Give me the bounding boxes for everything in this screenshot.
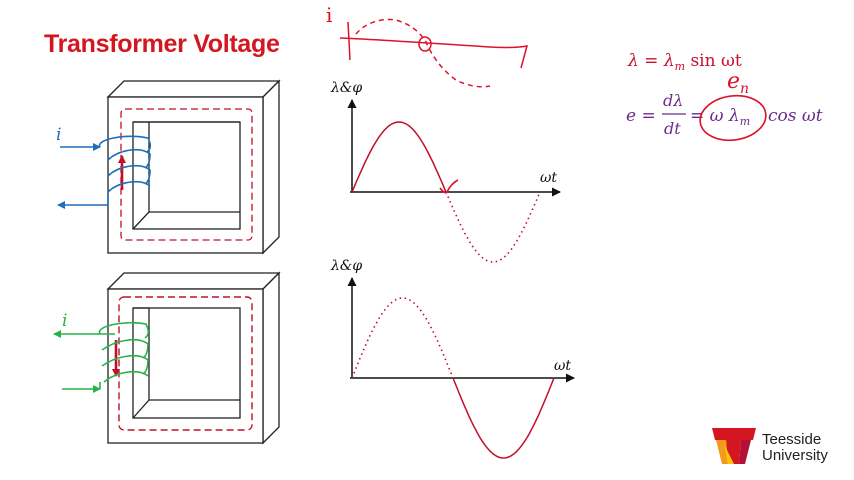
university-logo-icon (712, 428, 756, 464)
top-flux-curve-solid (351, 121, 447, 193)
emf-equation: e = dλ dt = ω λm cos ωt (626, 91, 823, 138)
top-current-label: i (56, 125, 61, 145)
svg-text:λ = λm sin ωt: λ = λm sin ωt (627, 51, 742, 73)
bottom-flux-path (118, 296, 253, 431)
svg-text:= ω λm: = ω λm (690, 106, 750, 128)
eq2-subscript: m (740, 115, 750, 128)
logo-line-1: Teesside (762, 431, 822, 448)
top-flux-path (120, 108, 253, 241)
top-flux-curve-dotted (445, 191, 541, 263)
top-transformer-core (106, 79, 281, 255)
bottom-graph-y-label: λ&φ (330, 258, 362, 274)
svg-text:en: en (727, 69, 749, 97)
bottom-graph-x-label: ωt (554, 358, 571, 374)
bottom-coil (53, 321, 150, 393)
annotation-current-label: i (326, 3, 332, 27)
university-logo-text: Teesside University (762, 432, 828, 464)
eq1-lhs: λ = λ (627, 51, 675, 71)
current-sketch-annotation (339, 18, 529, 88)
eq2-numerator: dλ (663, 91, 683, 110)
eq2-middle: = ω λ (690, 106, 740, 126)
logo-line-2: University (762, 447, 828, 464)
bottom-graph: λ&φ ωt (330, 258, 575, 459)
eq1-rhs: sin ωt (685, 51, 742, 71)
eq2-denominator: dt (664, 119, 681, 138)
annotation-emf-label: e (727, 69, 740, 94)
top-graph: λ&φ ωt (330, 80, 561, 263)
top-coil (57, 135, 152, 209)
bottom-current-label: i (62, 311, 67, 331)
flux-linkage-equation: λ = λm sin ωt (627, 51, 742, 73)
top-graph-y-label: λ&φ (330, 80, 362, 96)
eq1-subscript: m (675, 60, 685, 73)
slide-title: Transformer Voltage (44, 30, 280, 58)
zero-crossing-mark (439, 179, 459, 194)
top-graph-x-label: ωt (540, 170, 557, 186)
bottom-flux-curve-dotted (351, 297, 454, 379)
bottom-transformer-core (106, 271, 281, 445)
eq2-lhs: e = (626, 106, 656, 126)
annotation-circle (699, 94, 767, 142)
eq2-rhs: cos ωt (768, 106, 823, 126)
annotation-emf-subscript: n (740, 81, 749, 97)
bottom-flux-curve-solid (452, 377, 555, 459)
